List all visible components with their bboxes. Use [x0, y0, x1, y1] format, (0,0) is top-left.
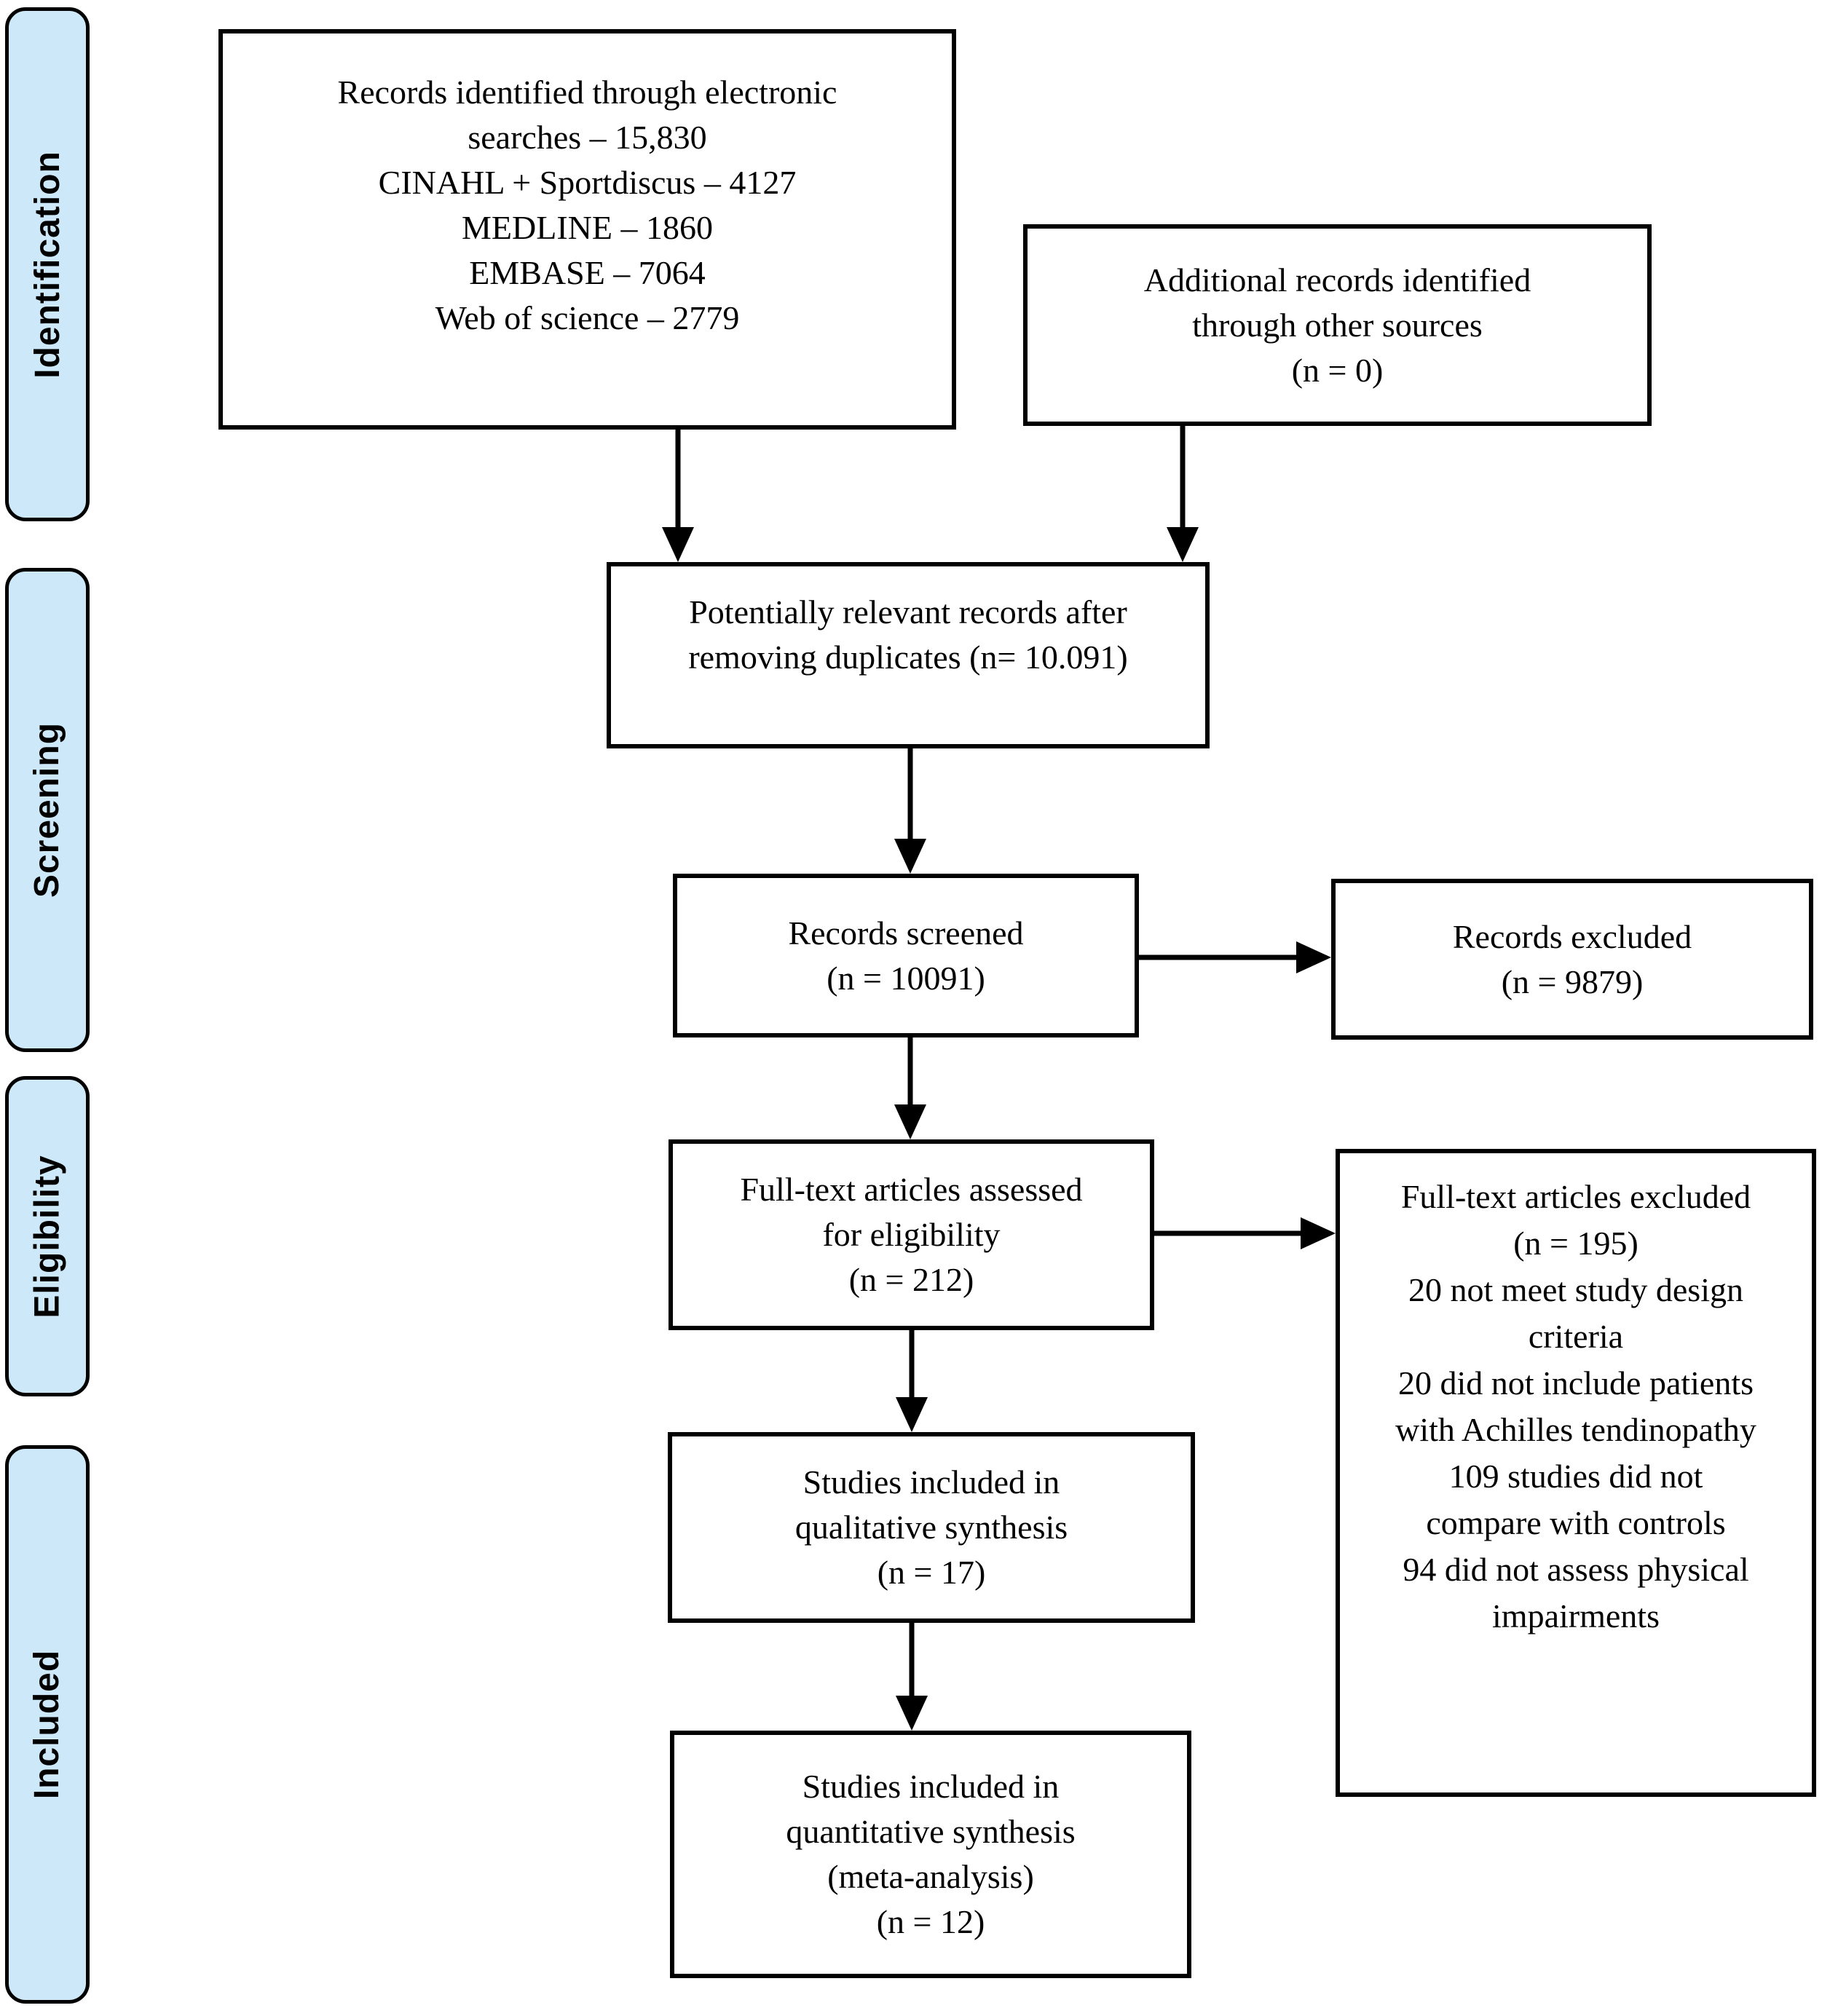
arrow-down-icon: [662, 527, 694, 562]
node-text-line: through other sources: [1192, 306, 1483, 344]
arrow-identified-to-duplicates: [662, 430, 694, 562]
node-text-line: criteria: [1528, 1318, 1624, 1355]
arrow-down-icon: [894, 839, 926, 874]
node-text-line: 109 studies did not: [1448, 1458, 1703, 1495]
node-text-line: impairments: [1492, 1597, 1660, 1634]
node-text-line: (n = 10091): [827, 959, 985, 997]
node-text-line: (n = 12): [876, 1903, 985, 1940]
arrow-down-icon: [894, 1104, 926, 1139]
box-duplicates-removed: Potentially relevant records after removi…: [607, 562, 1210, 748]
arrow-down-icon: [1167, 527, 1199, 562]
node-text-line: (n = 212): [848, 1261, 974, 1298]
arrow-qualitative-to-quantitative: [896, 1623, 928, 1731]
node-text-line: Web of science – 2779: [435, 299, 740, 336]
box-qualitative-synthesis: Studies included in qualitative synthesis…: [668, 1432, 1195, 1623]
node-text-line: quantitative synthesis: [786, 1813, 1076, 1850]
box-records-excluded: Records excluded (n = 9879): [1331, 879, 1813, 1040]
arrow-shaft: [1139, 954, 1301, 960]
arrow-shaft: [909, 1330, 915, 1402]
arrow-fulltext-to-excluded: [1154, 1217, 1336, 1249]
arrow-screened-to-fulltext: [894, 1037, 926, 1139]
node-text-line: (meta-analysis): [827, 1858, 1034, 1895]
node-text-line: CINAHL + Sportdiscus – 4127: [378, 164, 797, 201]
box-fulltext-assessed: Full-text articles assessed for eligibili…: [669, 1139, 1154, 1330]
node-text-line: 20 did not include patients: [1397, 1364, 1754, 1402]
node-text-line: Records excluded: [1452, 917, 1692, 955]
stage-included-label: Included: [28, 1649, 67, 1800]
arrow-shaft: [909, 1623, 915, 1700]
arrow-screened-to-excluded: [1139, 941, 1331, 973]
box-records-identified: Records identified through electronic sea…: [218, 29, 956, 430]
arrow-right-icon: [1296, 941, 1331, 973]
node-text-line: (n = 195): [1513, 1225, 1638, 1262]
node-text-line: 94 did not assess physical: [1403, 1551, 1749, 1588]
stage-included: Included: [5, 1445, 90, 2004]
box-fulltext-excluded: Full-text articles excluded (n = 195) 20 n…: [1336, 1149, 1816, 1797]
box-records-screened: Records screened (n = 10091): [673, 874, 1139, 1037]
arrow-shaft: [907, 748, 913, 843]
node-text-line: MEDLINE – 1860: [462, 209, 713, 246]
node-text-line: EMBASE – 7064: [469, 254, 706, 291]
stage-eligibility: Eligibility: [5, 1076, 90, 1396]
node-text-line: (n = 0): [1291, 351, 1384, 389]
arrow-additional-to-duplicates: [1167, 426, 1199, 562]
stage-screening: Screening: [5, 568, 90, 1052]
stage-eligibility-label: Eligibility: [28, 1154, 67, 1319]
node-text-line: (n = 9879): [1501, 962, 1644, 1000]
box-quantitative-synthesis: Studies included in quantitative synthesi…: [670, 1731, 1191, 1978]
stage-identification: Identification: [5, 7, 90, 521]
node-text-line: 20 not meet study design: [1408, 1271, 1743, 1308]
node-text-line: compare with controls: [1426, 1504, 1726, 1541]
arrow-shaft: [1154, 1230, 1305, 1236]
stage-identification-label: Identification: [28, 150, 67, 379]
arrow-down-icon: [896, 1696, 928, 1731]
arrow-down-icon: [896, 1397, 928, 1432]
arrow-right-icon: [1301, 1217, 1336, 1249]
node-text-line: searches – 15,830: [468, 119, 707, 156]
node-text-line: Additional records identified: [1143, 261, 1531, 299]
arrow-fulltext-to-qualitative: [896, 1330, 928, 1432]
node-text-line: Records identified through electronic: [337, 74, 837, 111]
node-text-line: Studies included in: [802, 1768, 1060, 1805]
node-text-line: qualitative synthesis: [794, 1509, 1068, 1546]
box-additional-records: Additional records identified through oth…: [1023, 224, 1652, 426]
node-text-line: Potentially relevant records after: [689, 593, 1127, 631]
node-text-line: for eligibility: [822, 1216, 1001, 1253]
node-text-line: with Achilles tendinopathy: [1395, 1411, 1756, 1448]
node-text-line: Full-text articles excluded: [1400, 1178, 1751, 1215]
stage-screening-label: Screening: [28, 722, 67, 898]
node-text-line: Studies included in: [802, 1463, 1060, 1501]
arrow-shaft: [907, 1037, 913, 1109]
node-text-line: Records screened: [788, 914, 1024, 952]
arrow-shaft: [1180, 426, 1186, 531]
node-text-line: (n = 17): [877, 1554, 986, 1591]
arrow-shaft: [675, 430, 681, 531]
node-text-line: removing duplicates (n= 10.091): [688, 639, 1128, 676]
arrow-duplicates-to-screened: [894, 748, 926, 874]
node-text-line: Full-text articles assessed: [740, 1171, 1083, 1208]
